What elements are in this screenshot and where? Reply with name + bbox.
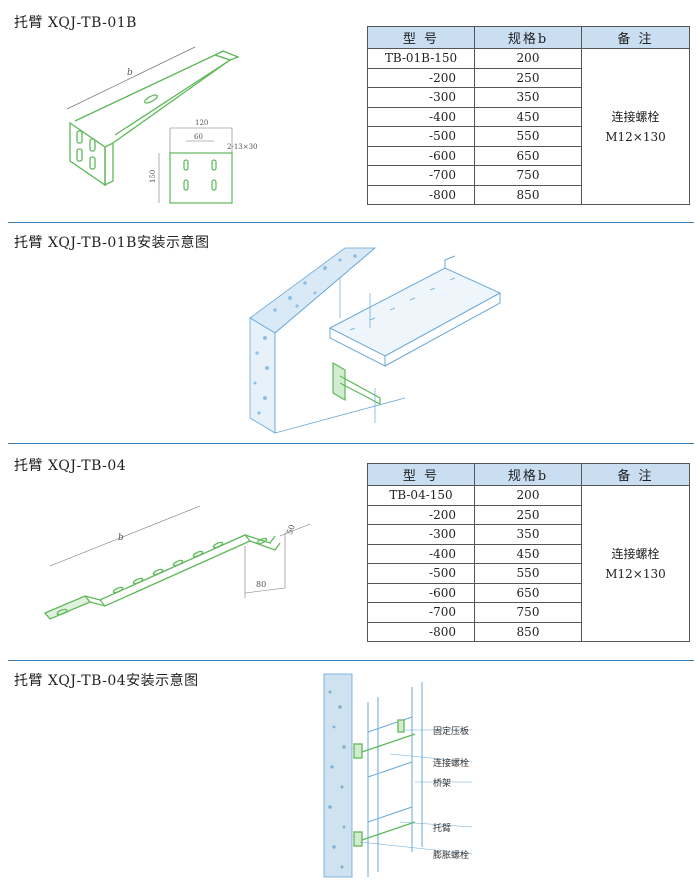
- spec-cell: 250: [474, 67, 582, 88]
- model-cell: -200: [367, 504, 475, 525]
- header-remark: 备 注: [581, 26, 690, 49]
- bracket-installed: [332, 361, 381, 405]
- header-model: 型 号: [367, 463, 475, 486]
- model-cell: -500: [367, 563, 475, 584]
- table-row: TB-04-150 200 连接螺栓 M12×130: [367, 485, 690, 642]
- dim-line-b: [66, 46, 196, 110]
- model-cell: -800: [367, 621, 475, 642]
- dim-label-50: 50: [285, 523, 297, 536]
- model-cell: -400: [367, 543, 475, 564]
- model-cell: -700: [367, 602, 475, 623]
- header-model: 型 号: [367, 26, 475, 49]
- header-remark: 备 注: [581, 463, 690, 486]
- plate-front-view: [169, 152, 233, 204]
- remark-cell: 连接螺栓 M12×130: [581, 48, 690, 205]
- callout-label-bracket: 托臂: [433, 824, 452, 834]
- section-title-4: 托臂 XQJ-TB-04安装示意图: [14, 673, 199, 689]
- spec-cell: 250: [474, 504, 582, 525]
- spec-cell: 650: [474, 145, 582, 166]
- divider-2: [8, 443, 694, 444]
- model-cell: -600: [367, 582, 475, 603]
- dim-label-b: b: [127, 68, 133, 78]
- spec-cell: 350: [474, 524, 582, 545]
- installation-brackets: [353, 719, 416, 847]
- header-spec-b: 规格b: [474, 463, 582, 486]
- bracket-04-drawing: b 50 80: [43, 505, 311, 620]
- model-cell: -700: [367, 165, 475, 186]
- model-cell: -200: [367, 67, 475, 88]
- model-cell: -400: [367, 106, 475, 127]
- spec-cell: 350: [474, 87, 582, 108]
- model-cell: -600: [367, 145, 475, 166]
- installation-01b-drawing: [249, 247, 502, 434]
- callout-label-fixing-plate: 固定压板: [433, 727, 470, 737]
- table-header-row: 型 号 规格b 备 注: [367, 26, 690, 49]
- remark-line-1: 连接螺栓: [611, 546, 660, 561]
- cable-tray: [328, 255, 502, 367]
- spec-cell: 450: [474, 543, 582, 564]
- model-cell: TB-04-150: [367, 485, 475, 506]
- dim-label-80: 80: [256, 580, 266, 589]
- bracket-01b-body: [69, 50, 240, 187]
- table-header-row: 型 号 规格b 备 注: [367, 463, 690, 486]
- section-title-1: 托臂 XQJ-TB-01B: [14, 15, 137, 31]
- dim-label-120: 120: [195, 119, 208, 127]
- divider-1: [8, 222, 694, 223]
- spec-table-2: 型 号 规格b 备 注 TB-04-150 200 连接螺栓 M12×130 -…: [367, 463, 690, 642]
- bracket-01b-drawing: b 120 60 150 2-13×30: [66, 46, 258, 204]
- spec-cell: 750: [474, 602, 582, 623]
- spec-cell: 650: [474, 582, 582, 603]
- dim-label-holes: 2-13×30: [227, 143, 258, 151]
- model-cell: -800: [367, 184, 475, 205]
- spec-table-1: 型 号 规格b 备 注 TB-01B-150 200 连接螺栓 M12×130 …: [367, 26, 690, 205]
- remark-line-2: M12×130: [605, 129, 666, 144]
- divider-3: [8, 660, 694, 661]
- section-title-2: 托臂 XQJ-TB-01B安装示意图: [14, 235, 210, 251]
- plate-dim-lines: [158, 127, 233, 203]
- section-title-3: 托臂 XQJ-TB-04: [14, 458, 127, 474]
- callout-label-bolt: 连接螺栓: [433, 759, 470, 769]
- bolt-lines: [339, 278, 376, 423]
- model-cell: -300: [367, 524, 475, 545]
- spec-cell: 850: [474, 184, 582, 205]
- dim-label-60: 60: [194, 133, 203, 141]
- dim-label-b: b: [118, 533, 124, 543]
- spec-cell: 550: [474, 126, 582, 147]
- model-cell: -300: [367, 87, 475, 108]
- installation-04-drawing: [323, 673, 473, 878]
- bracket-04-dim-lines: [49, 505, 311, 598]
- spec-cell: 750: [474, 165, 582, 186]
- header-spec-b: 规格b: [474, 26, 582, 49]
- table-row: TB-01B-150 200 连接螺栓 M12×130: [367, 48, 690, 205]
- remark-cell: 连接螺栓 M12×130: [581, 485, 690, 642]
- spec-cell: 850: [474, 621, 582, 642]
- remark-line-2: M12×130: [605, 566, 666, 581]
- model-cell: TB-01B-150: [367, 48, 475, 69]
- spec-cell: 200: [474, 485, 582, 506]
- ladder-tray: [367, 682, 423, 877]
- model-cell: -500: [367, 126, 475, 147]
- remark-line-1: 连接螺栓: [611, 109, 660, 124]
- dim-label-150: 150: [149, 170, 157, 183]
- installation-wall: [323, 673, 353, 878]
- callout-label-anchor-bolt: 膨胀螺栓: [433, 851, 470, 861]
- wall-face: [274, 247, 406, 434]
- spec-cell: 450: [474, 106, 582, 127]
- tray-slots: [349, 277, 456, 331]
- callout-label-tray: 桥架: [433, 779, 452, 789]
- bracket-04-body: [43, 534, 281, 620]
- spec-cell: 200: [474, 48, 582, 69]
- callout-lines: [359, 729, 473, 855]
- spec-cell: 550: [474, 563, 582, 584]
